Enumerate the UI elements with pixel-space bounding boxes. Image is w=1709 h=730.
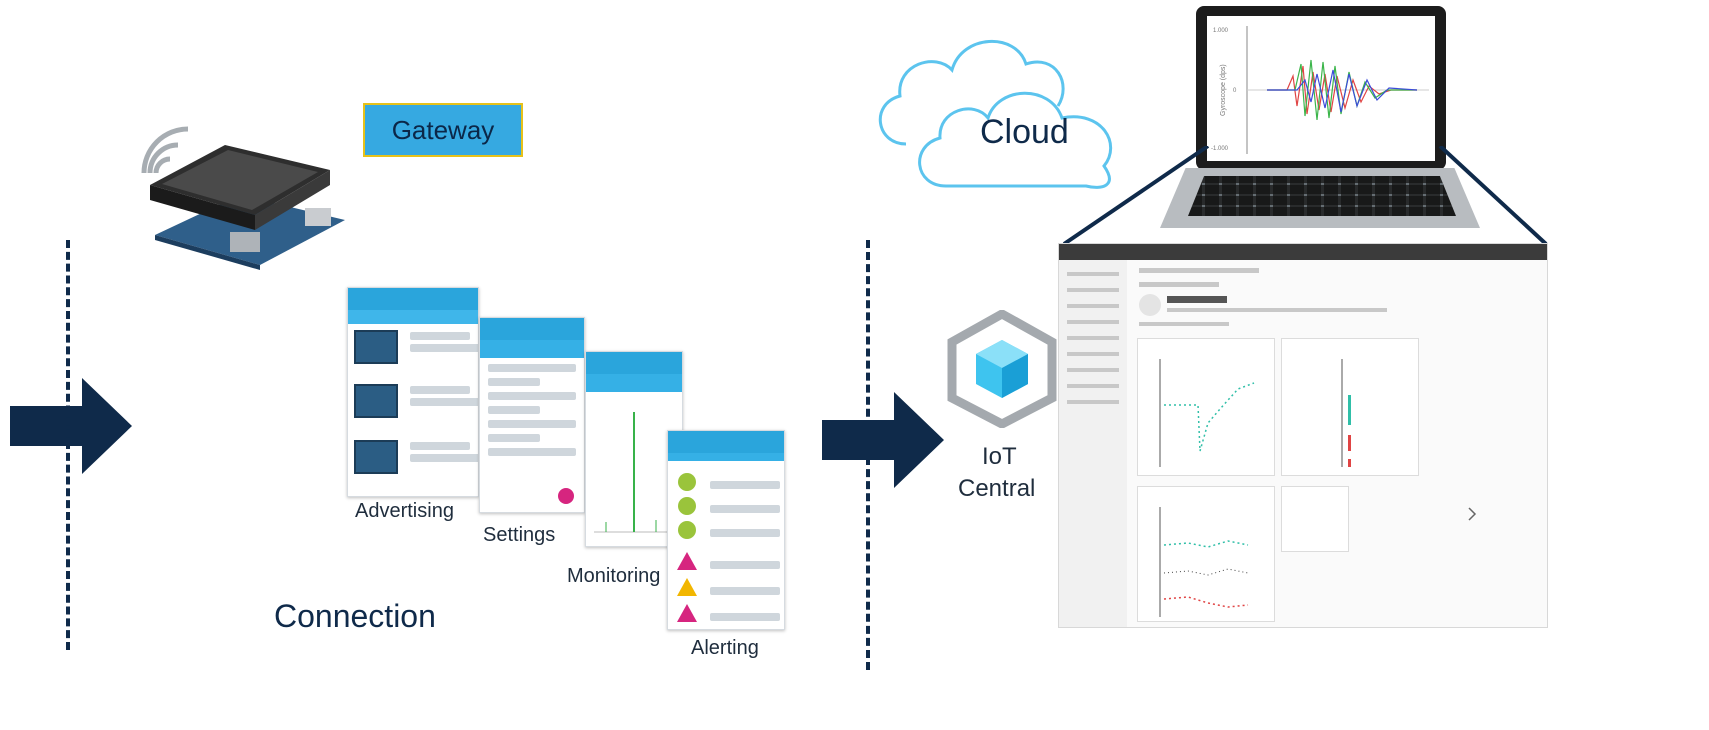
wireless-signal-icon: [141, 126, 189, 174]
monitoring-spectrum-plot: [594, 412, 678, 533]
screen-label-settings: Settings: [483, 524, 556, 546]
device-board-icon: [354, 440, 398, 474]
screen-label-alerting: Alerting: [691, 637, 759, 659]
flow-arrow-right: [822, 392, 944, 488]
cloud-icon: [878, 40, 1113, 189]
dashboard-tile-1: [1137, 338, 1275, 476]
laptop-display: 1.000 0 -1.000 Gyroscope (dps): [1207, 16, 1435, 161]
tick-label-zero: 0: [1233, 88, 1237, 94]
dashboard-sidebar: [1059, 260, 1127, 627]
laptop-keyboard: [1188, 176, 1456, 216]
phone-screen-alerting: [667, 430, 785, 630]
iot-central-dashboard-screenshot: [1058, 243, 1548, 628]
iot-central-label-line2: Central: [958, 475, 1036, 502]
connection-label: Connection: [274, 598, 436, 634]
warning-icon: [677, 578, 697, 596]
phone-header: [668, 431, 784, 453]
iot-central-icon: [947, 310, 1057, 428]
fab-button: [558, 488, 574, 504]
dashboard-tile-2: [1281, 338, 1419, 476]
device-board-icon: [354, 330, 398, 364]
warning-icon: [677, 604, 697, 622]
dashboard-top-bar: [1059, 244, 1547, 260]
phone-screen-settings: [479, 317, 585, 513]
gateway-board-image: [150, 145, 345, 270]
gyroscope-plot: 1.000 0 -1.000 Gyroscope (dps): [1211, 26, 1429, 154]
cloud-label: Cloud: [980, 113, 1069, 151]
tick-label-bottom: -1.000: [1211, 146, 1229, 152]
phone-header: [586, 352, 682, 374]
screen-label-monitoring: Monitoring: [567, 565, 661, 587]
flow-arrow-left: [10, 378, 132, 474]
device-avatar: [1139, 294, 1161, 316]
screen-label-advertising: Advertising: [355, 500, 454, 522]
divider-left: [66, 240, 70, 650]
check-icon: [678, 521, 696, 539]
chevron-right-icon: [1468, 507, 1477, 521]
zoom-connector-lines: [1062, 146, 1548, 246]
dashboard-tile-3: [1137, 486, 1275, 622]
check-icon: [678, 497, 696, 515]
phone-header: [480, 318, 584, 340]
warning-icon: [677, 552, 697, 570]
device-board-icon: [354, 384, 398, 418]
check-icon: [678, 473, 696, 491]
dashboard-tile-4: [1281, 486, 1349, 552]
phone-screen-advertising: [347, 287, 479, 497]
tick-label-top: 1.000: [1213, 28, 1229, 34]
gateway-label: Gateway: [363, 103, 523, 157]
y-axis-label: Gyroscope (dps): [1220, 64, 1227, 116]
phone-header: [348, 288, 478, 310]
iot-central-label-line1: IoT: [982, 443, 1017, 470]
